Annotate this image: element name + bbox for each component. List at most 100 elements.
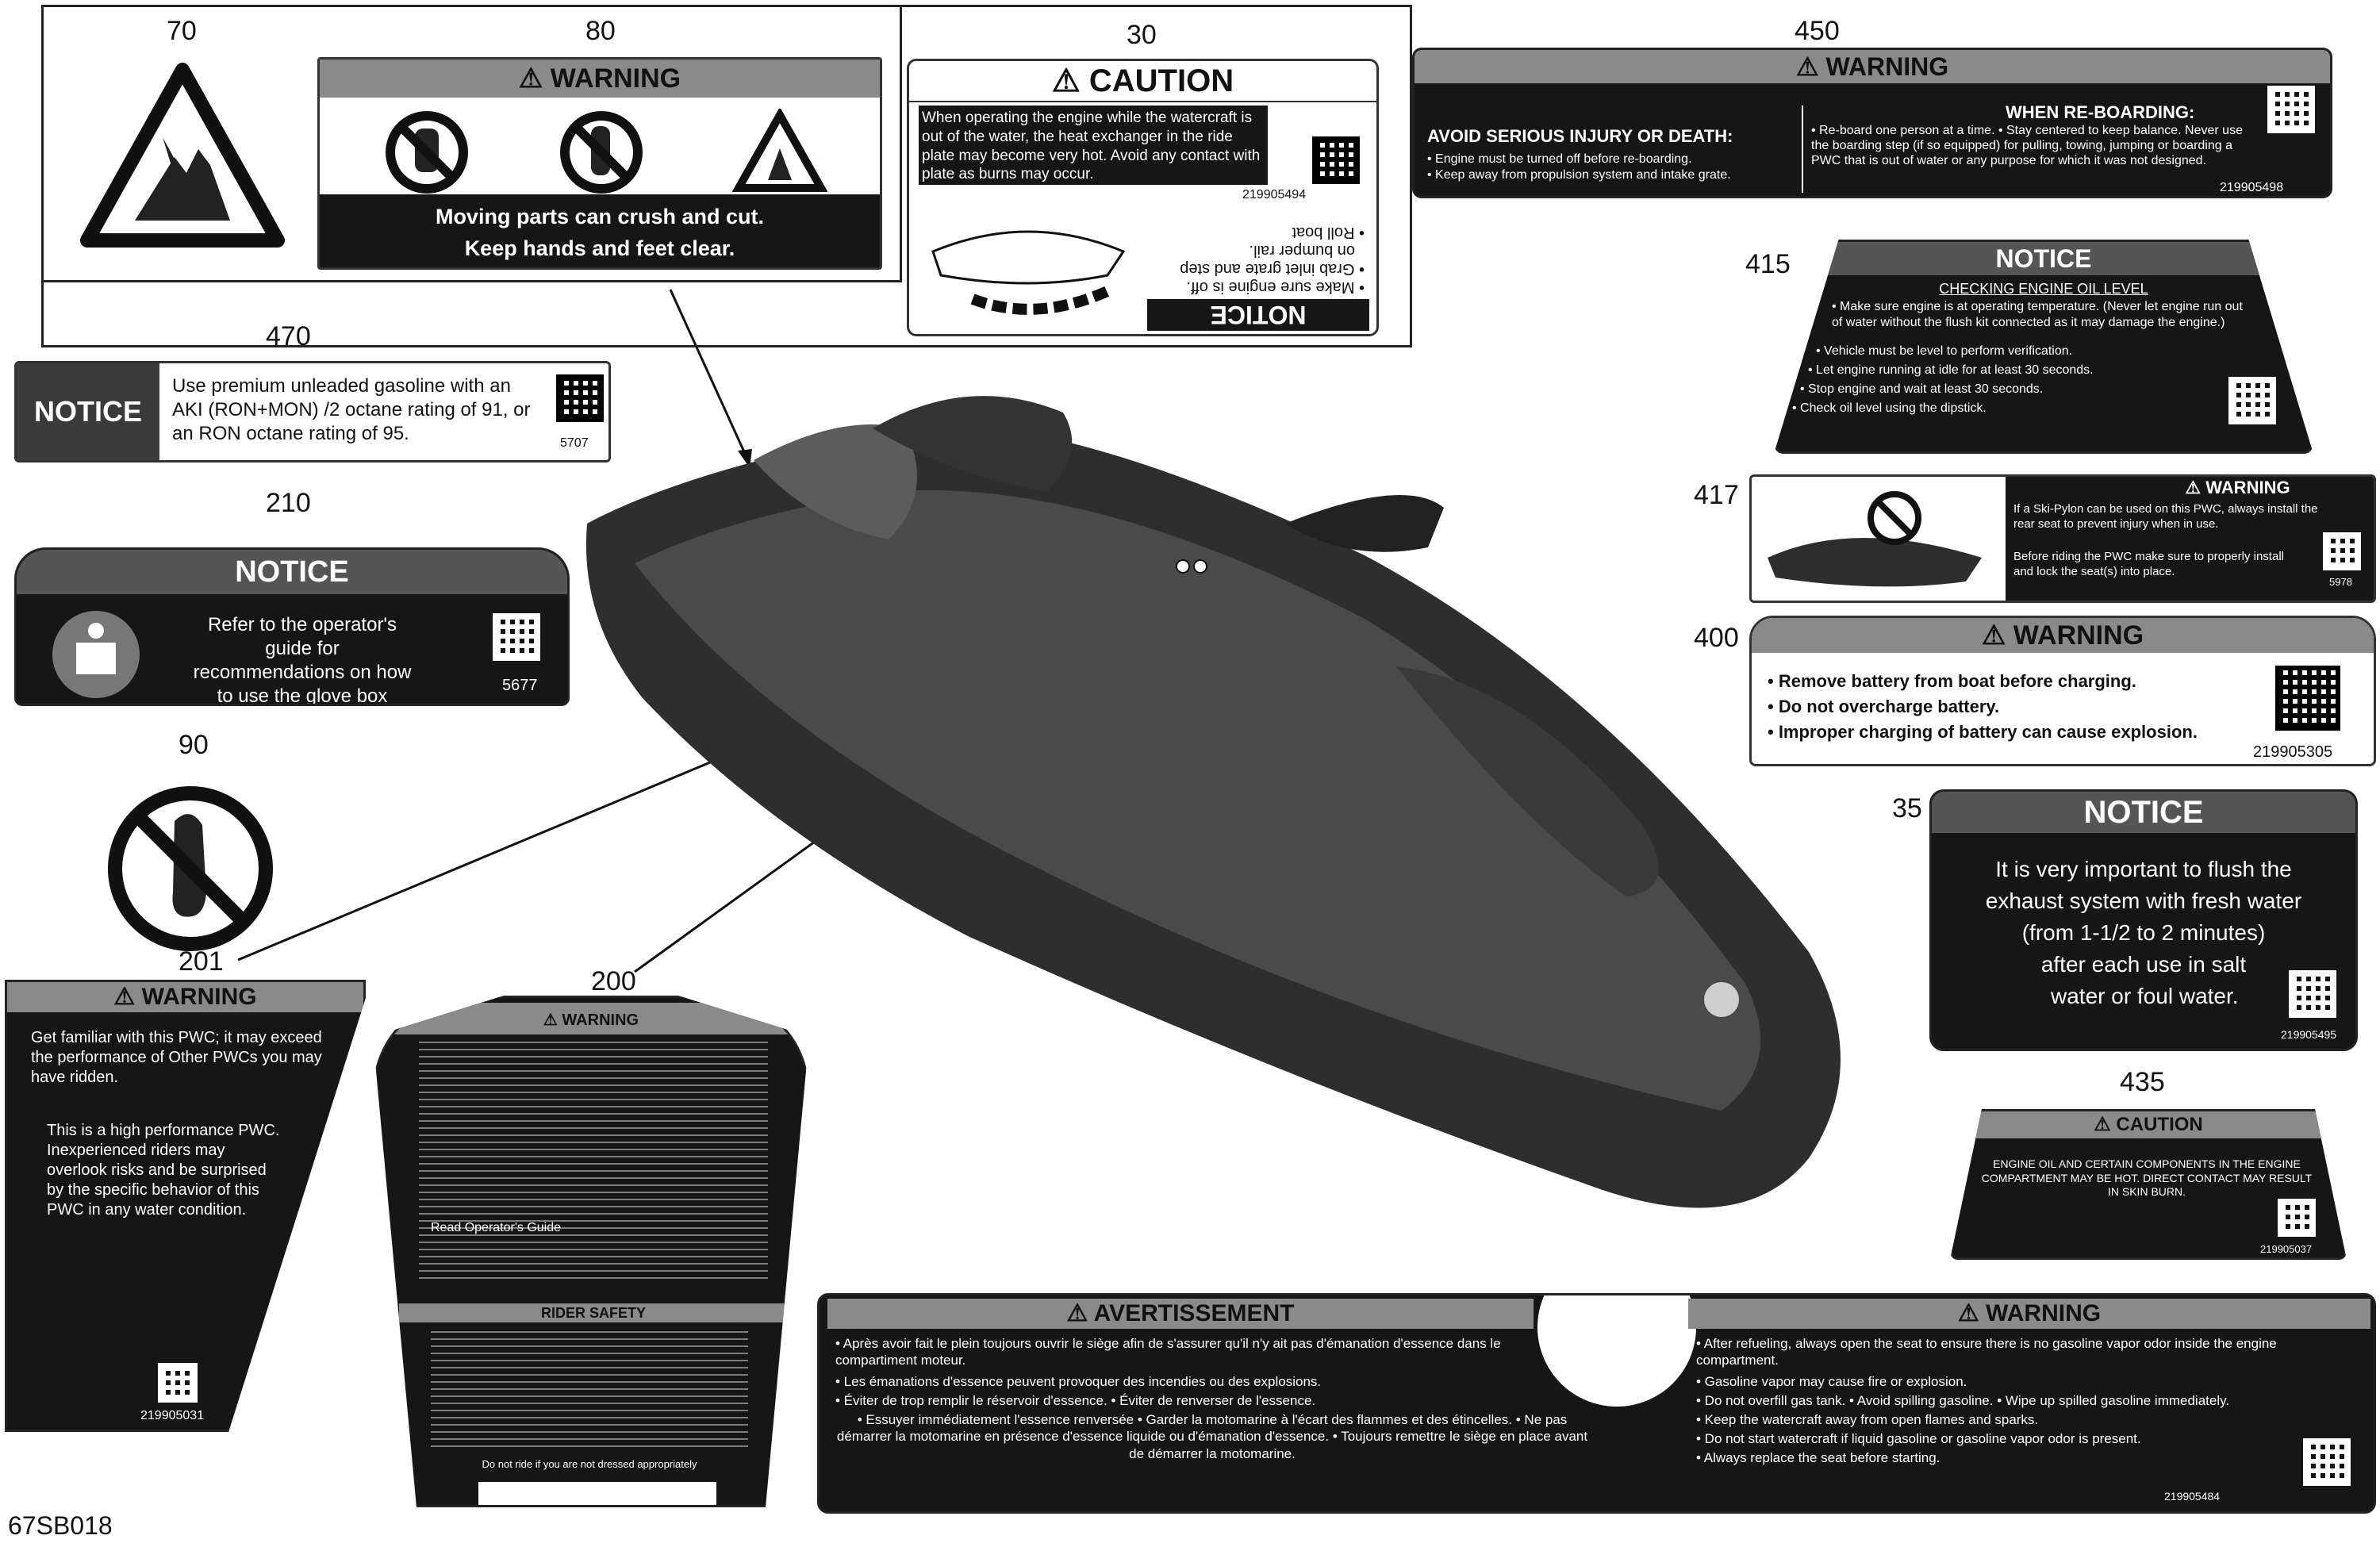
- no-foot-icon: [560, 111, 643, 194]
- label-200-text-block-2: [431, 1331, 748, 1450]
- label-400-item1: • Remove battery from boat before chargi…: [1768, 671, 2136, 691]
- label-450-left-title: AVOID SERIOUS INJURY OR DEATH:: [1427, 126, 1733, 146]
- label-410-en-item4: • Keep the watercraft away from open fla…: [1696, 1412, 2039, 1427]
- label-80-moving-parts: ⚠ WARNING Moving parts can crush and cut…: [317, 57, 882, 270]
- label-400-item3: • Improper charging of battery can cause…: [1768, 722, 2198, 742]
- label-450-left-item1: • Engine must be turned off before re-bo…: [1427, 152, 1692, 166]
- label-450-reboarding: ⚠ WARNING AVOID SERIOUS INJURY OR DEATH:…: [1412, 48, 2332, 198]
- hand-hazard-icon: [732, 109, 827, 192]
- label-410-fr-item2: • Les émanations d'essence peuvent provo…: [835, 1374, 1322, 1389]
- label-410-en-item6: • Always replace the seat before startin…: [1696, 1450, 1940, 1465]
- label-410-fr-header: ⚠ AVERTISSEMENT: [827, 1299, 1534, 1329]
- label-30-part-number: 219905494: [1242, 188, 1307, 202]
- label-201-header: ⚠ WARNING: [7, 982, 363, 1012]
- attachment-point-1: [1176, 559, 1190, 574]
- label-415-oil-level: NOTICE CHECKING ENGINE OIL LEVEL • Make …: [1774, 240, 2313, 454]
- label-435-header: ⚠ CAUTION: [1952, 1111, 2344, 1138]
- label-200-subheader: RIDER SAFETY: [399, 1303, 788, 1322]
- label-415-title: CHECKING ENGINE OIL LEVEL: [1939, 281, 2148, 297]
- callout-200: 200: [591, 966, 636, 996]
- label-450-left-item2: • Keep away from propulsion system and i…: [1427, 168, 1731, 182]
- label-410-en-item1: • After refueling, always open the seat …: [1696, 1336, 2277, 1368]
- label-417-ski-pylon: ⚠ WARNING If a Ski-Pylon can be used on …: [1749, 474, 2376, 603]
- label-30-qr-code: [1312, 136, 1360, 184]
- label-201-part-number: 219905031: [140, 1409, 205, 1422]
- no-hand-icon: [386, 111, 468, 194]
- label-410-en-item5: • Do not start watercraft if liquid gaso…: [1696, 1431, 2141, 1446]
- label-415-item1: • Make sure engine is at operating tempe…: [1832, 300, 2243, 329]
- label-417-qr-code: [2323, 532, 2361, 570]
- label-415-header: NOTICE: [1776, 242, 2311, 275]
- label-80-line2: Keep hands and feet clear.: [464, 236, 735, 260]
- label-435-part-number: 219905037: [2260, 1243, 2313, 1255]
- label-450-right-title: WHEN RE-BOARDING:: [2006, 102, 2195, 122]
- label-410-qr-code: [2303, 1438, 2351, 1486]
- label-35-line1: It is very important to flush the: [1995, 857, 2292, 881]
- label-35-qr-code: [2289, 970, 2336, 1018]
- label-30-boat-rollover-illustration: [931, 230, 1126, 315]
- callout-417: 417: [1694, 480, 1739, 510]
- label-470-fuel-notice: NOTICE Use premium unleaded gasoline wit…: [14, 361, 611, 463]
- label-450-part-number: 219905498: [2220, 181, 2284, 194]
- label-400-qr-code: [2275, 666, 2340, 731]
- label-415-item4: • Stop engine and wait at least 30 secon…: [1800, 382, 2044, 396]
- callout-210: 210: [266, 488, 311, 518]
- label-417-header: ⚠ WARNING: [2185, 478, 2290, 497]
- callout-90: 90: [178, 730, 209, 760]
- crush-hazard-triangle-icon: [80, 63, 285, 248]
- callout-415: 415: [1745, 249, 1791, 279]
- label-400-item2: • Do not overcharge battery.: [1768, 697, 2000, 716]
- label-410-fr-item4: • Essuyer immédiatement l'essence renver…: [836, 1412, 1588, 1461]
- callout-80: 80: [585, 16, 616, 46]
- callout-450: 450: [1795, 16, 1840, 46]
- label-200-text-block: [419, 1042, 768, 1280]
- label-410-en-header: ⚠ WARNING: [1688, 1299, 2370, 1329]
- label-470-tag: NOTICE: [17, 363, 159, 460]
- label-35-line2: exhaust system with fresh water: [1985, 889, 2302, 913]
- label-201-text2: This is a high performance PWC. Inexperi…: [47, 1122, 280, 1219]
- label-410-en-item2: • Gasoline vapor may cause fire or explo…: [1696, 1374, 1967, 1389]
- label-201-qr-code: [158, 1363, 198, 1403]
- label-410-fuel-warning: ⚠ AVERTISSEMENT • Après avoir fait le pl…: [817, 1293, 2376, 1514]
- label-417-text2: Before riding the PWC make sure to prope…: [2013, 550, 2284, 578]
- label-35-header: NOTICE: [1932, 792, 2355, 833]
- label-200-rider-safety: ⚠ WARNING Read Operator's Guide RIDER SA…: [373, 996, 809, 1507]
- label-470-qr-code: [556, 374, 604, 422]
- label-435-hot-engine: ⚠ CAUTION ENGINE OIL AND CERTAIN COMPONE…: [1950, 1109, 2347, 1260]
- personal-watercraft-illustration: [585, 396, 1841, 1208]
- label-417-text1: If a Ski-Pylon can be used on this PWC, …: [2013, 502, 2318, 531]
- label-210-header: NOTICE: [17, 550, 567, 594]
- label-415-item3: • Let engine running at idle for at leas…: [1808, 363, 2094, 377]
- callout-470: 470: [266, 321, 311, 351]
- label-201-text1: Get familiar with this PWC; it may excee…: [31, 1029, 322, 1086]
- label-30-header: ⚠ CAUTION: [909, 61, 1376, 102]
- attachment-point-2: [1193, 559, 1207, 574]
- label-410-en-item3: • Do not overfill gas tank. • Avoid spil…: [1696, 1393, 2230, 1408]
- label-400-header: ⚠ WARNING: [1752, 618, 2374, 653]
- label-200-guide: Read Operator's Guide: [431, 1221, 562, 1234]
- label-80-message-box: Moving parts can crush and cut. Keep han…: [320, 194, 880, 267]
- label-417-pylon-illustration: [1768, 491, 1982, 587]
- label-210-glove-box: NOTICE Refer to the operator's guide for…: [14, 547, 570, 706]
- label-35-part-number: 219905495: [2281, 1028, 2337, 1041]
- label-417-part-number: 5978: [2329, 576, 2352, 588]
- label-450-divider: [1802, 106, 1803, 193]
- callout-70: 70: [167, 16, 197, 46]
- label-415-qr-code: [2228, 377, 2276, 424]
- label-410-part-number: 219905484: [2164, 1490, 2221, 1503]
- label-417-right-panel: ⚠ WARNING If a Ski-Pylon can be used on …: [2006, 477, 2374, 601]
- no-step-icon: [108, 786, 273, 951]
- label-200-protection-box: [478, 1482, 716, 1505]
- callout-400: 400: [1694, 623, 1739, 653]
- operators-guide-icon: [52, 611, 140, 698]
- callout-30: 30: [1127, 20, 1157, 50]
- label-30-caution: ⚠ CAUTION When operating the engine whil…: [907, 59, 1379, 336]
- label-435-text: ENGINE OIL AND CERTAIN COMPONENTS IN THE…: [1981, 1157, 2313, 1198]
- label-450-qr-code: [2267, 86, 2315, 133]
- label-210-part-number: 5677: [502, 677, 538, 694]
- label-35-line5: water or foul water.: [2051, 984, 2239, 1008]
- label-410-notch: [1537, 1295, 1696, 1407]
- figure-code: 67SB018: [8, 1511, 113, 1540]
- label-400-battery: ⚠ WARNING • Remove battery from boat bef…: [1749, 616, 2376, 766]
- label-415-item5: • Check oil level using the dipstick.: [1792, 401, 1987, 415]
